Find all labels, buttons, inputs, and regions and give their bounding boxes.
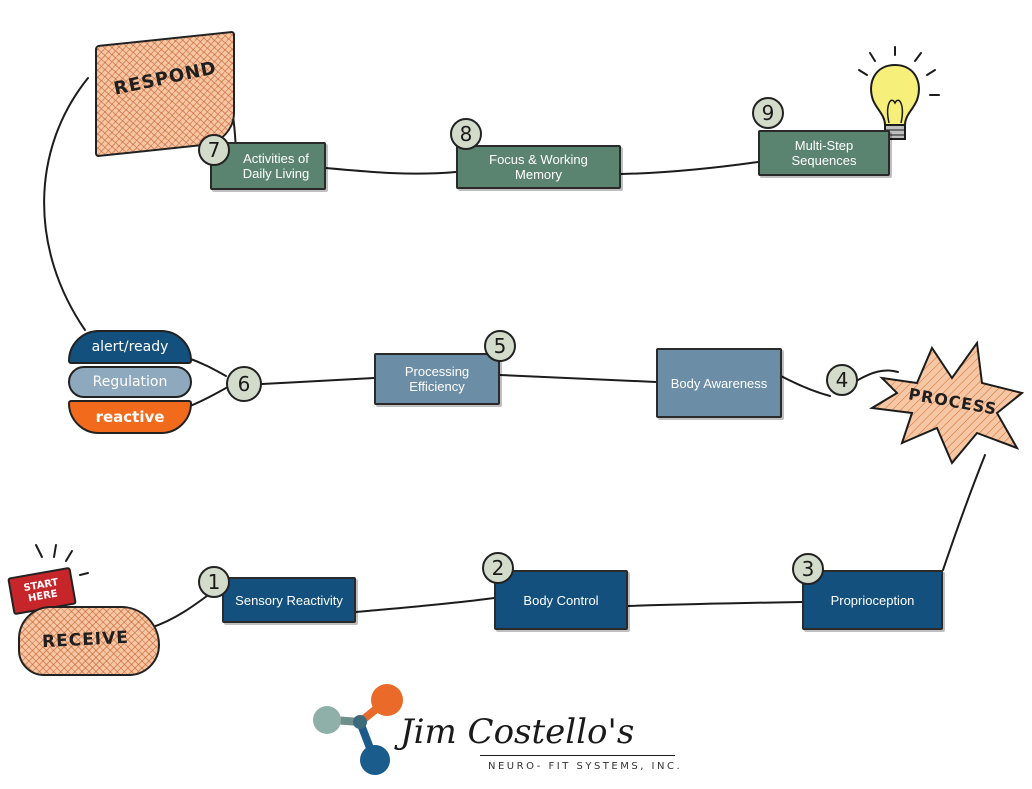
step-3-label: Proprioception — [830, 592, 915, 608]
line-8-9 — [620, 161, 759, 175]
start-here-label: START HERE — [22, 577, 60, 605]
step-7-label: Activities of Daily Living — [242, 151, 310, 181]
step-6-number: 6 — [226, 366, 262, 402]
attention-marks-icon — [35, 544, 89, 576]
step-9-label: Multi-Step Sequences — [791, 138, 857, 168]
step-4-box: Body Awareness — [656, 348, 782, 418]
step-1-number: 1 — [198, 566, 230, 598]
line-5-body — [499, 374, 657, 383]
step-4-label: Body Awareness — [670, 375, 768, 391]
step-8-number: 8 — [450, 118, 482, 150]
step-1-box: Sensory Reactivity — [222, 577, 356, 623]
step-4-number: 4 — [826, 364, 858, 396]
step-7-number: 7 — [198, 134, 230, 166]
neuro-fit-logo-icon — [313, 684, 403, 775]
step-8-label: Focus & Working Memory — [489, 152, 588, 182]
step-3-box: Proprioception — [802, 570, 943, 630]
step-3-number: 3 — [792, 553, 824, 585]
step-5-number: 5 — [484, 330, 516, 362]
process-burst — [869, 340, 1025, 465]
line-7-8 — [325, 167, 457, 175]
logo-name: Jim Costello's — [400, 712, 635, 752]
line-reg-respond — [43, 77, 89, 331]
step-2-number: 2 — [482, 552, 514, 584]
line-reg-6a — [187, 357, 227, 377]
logo-underline — [480, 755, 675, 756]
step-2-label: Body Control — [523, 592, 599, 608]
line-4-process — [857, 369, 899, 381]
alert-ready-pill: alert/ready — [68, 330, 192, 364]
step-8-box: Focus & Working Memory — [456, 145, 621, 189]
step-1-label: Sensory Reactivity — [235, 592, 343, 608]
step-2-box: Body Control — [494, 570, 628, 630]
reactive-pill: reactive — [68, 400, 192, 434]
light-bulb-icon — [858, 46, 940, 140]
step-9-box: Multi-Step Sequences — [758, 130, 890, 176]
step-5-label: Processing Efficiency — [404, 364, 470, 394]
line-1-2 — [355, 597, 495, 613]
alert-ready-label: alert/ready — [91, 339, 169, 355]
reactive-label: reactive — [95, 408, 165, 426]
line-3-process — [942, 454, 986, 571]
regulation-label: Regulation — [92, 374, 168, 390]
line-2-3 — [627, 601, 803, 607]
line-6-5 — [261, 377, 375, 385]
line-body-4 — [780, 375, 831, 397]
regulation-pill: Regulation — [68, 366, 192, 398]
logo-subtitle: NEURO- FIT SYSTEMS, INC. — [488, 761, 683, 772]
receive-blob — [18, 606, 160, 676]
line-reg-6b — [189, 387, 227, 407]
step-9-number: 9 — [752, 97, 784, 129]
step-5-box: Processing Efficiency — [374, 353, 500, 405]
